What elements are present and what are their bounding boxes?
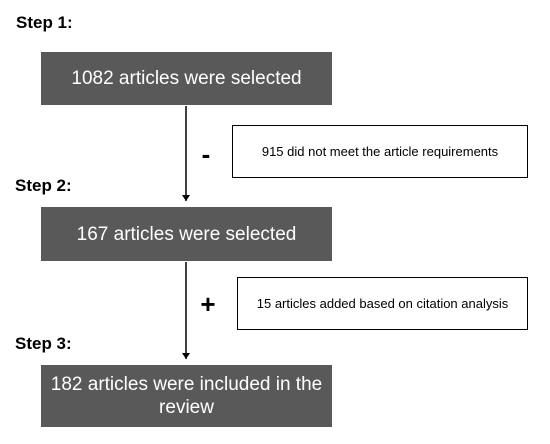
exclusion-note-box: 915 did not meet the article requirement…	[232, 125, 528, 178]
step-3-box: 182 articles were included in the review	[41, 365, 332, 427]
step-1-box-text: 1082 articles were selected	[71, 68, 302, 89]
step-3-label: Step 3:	[15, 334, 72, 353]
step-1-label: Step 1:	[16, 13, 73, 32]
addition-note-box: 15 articles added based on citation anal…	[237, 277, 528, 330]
plus-sign: +	[200, 289, 216, 319]
step-1-box: 1082 articles were selected	[41, 52, 332, 105]
step-2-box: 167 articles were selected	[41, 207, 332, 261]
exclusion-note-text: 915 did not meet the article requirement…	[261, 143, 499, 159]
addition-note-text: 15 articles added based on citation anal…	[256, 295, 509, 311]
minus-sign: -	[201, 139, 211, 169]
step-3-box-text: 182 articles were included in the review	[50, 374, 323, 418]
step-2-label: Step 2:	[15, 176, 72, 195]
step-2-box-text: 167 articles were selected	[76, 223, 297, 245]
